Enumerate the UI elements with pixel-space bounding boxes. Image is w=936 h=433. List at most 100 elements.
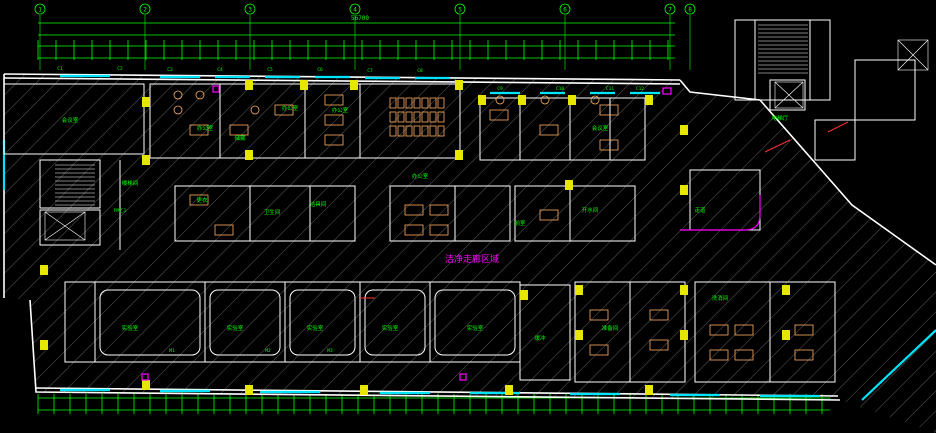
table [649, 339, 669, 351]
room-labels: 会议室办公室办公室储藏办公室更衣卫生间洁具间办公室会议室前室实验室实验室实验室实… [57, 66, 788, 354]
room-label: 卫生间 [264, 208, 281, 216]
column [575, 285, 583, 295]
red-marks [360, 121, 849, 299]
axis-bubble [664, 3, 676, 15]
desk [421, 97, 429, 109]
axis-bubble [559, 3, 571, 15]
column [680, 185, 688, 195]
column [300, 80, 308, 90]
axis-bubble [349, 3, 361, 15]
window-tag: C5 [267, 67, 273, 73]
room-label: 会议室 [62, 116, 79, 124]
axis-bubble [139, 3, 151, 15]
column [568, 95, 576, 105]
table [189, 124, 209, 136]
stair-treads [55, 24, 808, 206]
table [429, 204, 449, 216]
desk [397, 97, 405, 109]
column [455, 150, 463, 160]
chair [540, 95, 550, 105]
column [350, 80, 358, 90]
room-label: 实验室 [467, 324, 484, 332]
chair [173, 90, 183, 100]
desk [389, 97, 397, 109]
window-tag: C3 [167, 67, 173, 73]
column [645, 95, 653, 105]
chair [495, 95, 505, 105]
desk [389, 125, 397, 137]
desk [421, 125, 429, 137]
table [599, 104, 619, 116]
top-overall-dimension: 56700 [351, 15, 369, 22]
room-label: 会议室 [592, 124, 609, 132]
desk [413, 111, 421, 123]
column [680, 125, 688, 135]
chair [173, 105, 183, 115]
column [142, 380, 150, 390]
column [645, 385, 653, 395]
desk [397, 125, 405, 137]
column [575, 330, 583, 340]
axis-bubble-label: 1 [38, 7, 42, 14]
top-dimension-lines [38, 22, 675, 59]
structural-columns [40, 80, 790, 395]
desk [389, 111, 397, 123]
table [539, 209, 559, 221]
chair [195, 90, 205, 100]
axis-bubble-label: 3 [248, 7, 252, 14]
window-tag: C8 [417, 68, 423, 74]
desk [405, 125, 413, 137]
room-label: 准备间 [602, 324, 619, 332]
bottom-dimension-lines [38, 397, 830, 411]
table [599, 139, 619, 151]
desk [429, 97, 437, 109]
room-label: 开水间 [582, 206, 599, 214]
desk [413, 125, 421, 137]
axis-bubble [684, 3, 696, 15]
column [142, 97, 150, 107]
room-label: 办公室 [412, 172, 429, 180]
window-tag: C11 [606, 86, 614, 92]
table [429, 224, 449, 236]
desk [437, 111, 445, 123]
table [404, 204, 424, 216]
window-tag: C4 [217, 67, 223, 73]
column [782, 330, 790, 340]
table [324, 94, 344, 106]
column [142, 155, 150, 165]
axis-bubble-label: 5 [458, 7, 462, 14]
table [589, 344, 609, 356]
magenta-fixtures [141, 85, 761, 381]
table [734, 324, 754, 336]
column [245, 385, 253, 395]
axis-bubble [34, 3, 46, 15]
room-label: 实验室 [227, 324, 244, 332]
room-label: 实验室 [122, 324, 139, 332]
desk [429, 125, 437, 137]
room-label: 缓冲 [534, 334, 546, 342]
door-tag: M3 [327, 348, 333, 354]
room-label: 楼梯间 [122, 179, 139, 187]
column [40, 265, 48, 275]
room-label: 实验室 [382, 324, 399, 332]
room-label: 办公室 [197, 124, 214, 132]
door-tag: M1 [169, 348, 175, 354]
table [709, 349, 729, 361]
table [589, 309, 609, 321]
window-tag: C1 [57, 66, 63, 72]
axis-bubble-label: 4 [353, 7, 357, 14]
desk [429, 111, 437, 123]
room-label: 实验室 [307, 324, 324, 332]
desk [397, 111, 405, 123]
room-label: 走道 [694, 206, 706, 214]
table [489, 109, 509, 121]
room-label: 储藏 [234, 134, 246, 142]
top-dimension-ticks [37, 40, 669, 60]
column [782, 285, 790, 295]
table [794, 349, 814, 361]
table [274, 104, 294, 116]
column [680, 330, 688, 340]
room-label: 更衣 [196, 196, 208, 204]
